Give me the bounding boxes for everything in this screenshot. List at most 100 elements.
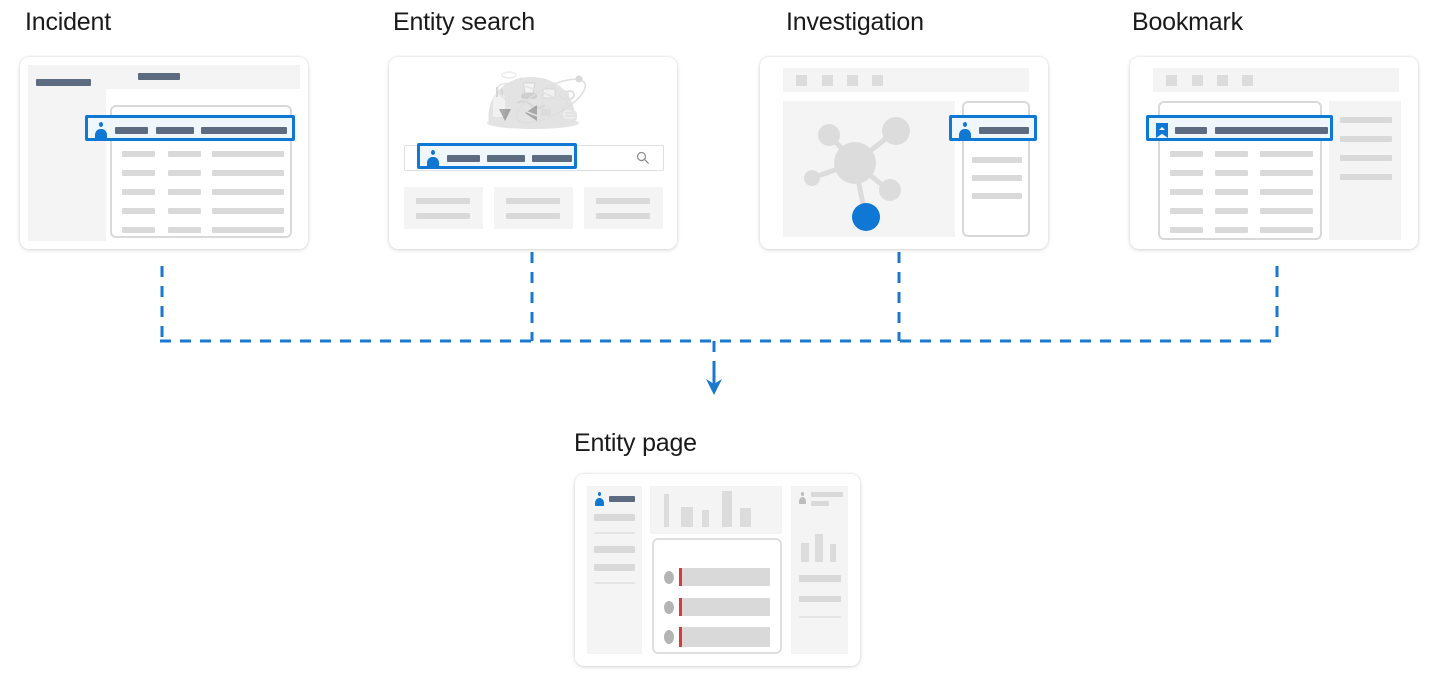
page-title-incident: Incident — [25, 8, 111, 36]
incident-left-nav[interactable] — [28, 65, 106, 241]
detail-line — [972, 193, 1022, 199]
alert-row[interactable] — [682, 568, 770, 586]
incident-grid-frame — [110, 105, 292, 238]
right-rail-line — [799, 575, 841, 582]
page-title-entity-search: Entity search — [393, 8, 535, 36]
alert-row[interactable] — [682, 627, 770, 647]
investigation-detail-pane[interactable] — [962, 101, 1030, 237]
search-icon[interactable] — [636, 151, 650, 165]
toolbar-button[interactable] — [872, 75, 883, 86]
table-cell — [168, 208, 201, 214]
toolbar-button[interactable] — [1242, 75, 1253, 86]
table-cell — [1215, 227, 1248, 233]
alert-severity-dot — [664, 630, 674, 644]
table-cell — [1215, 170, 1248, 176]
table-cell — [1260, 227, 1313, 233]
alert-severity-marker — [679, 568, 682, 586]
highlighted-entity-row-bookmark[interactable] — [1146, 115, 1333, 141]
rail-divider — [594, 532, 635, 534]
right-rail-line — [811, 501, 829, 506]
person-icon — [798, 492, 807, 504]
table-cell — [168, 189, 201, 195]
result-tile[interactable] — [404, 187, 483, 229]
detail-line — [972, 175, 1022, 181]
entity-page-right-rail[interactable] — [791, 486, 848, 654]
table-cell — [1215, 208, 1248, 214]
entity-page-activity-chart — [650, 486, 782, 534]
entity-search-illustration — [487, 71, 586, 129]
page-title-investigation: Investigation — [786, 8, 924, 36]
entity-graph — [804, 117, 910, 231]
side-panel-line — [1340, 136, 1392, 142]
bookmark-toolbar — [1153, 68, 1399, 92]
result-tile-line — [596, 213, 650, 219]
table-cell — [1260, 170, 1313, 176]
result-tile-line — [416, 198, 470, 204]
table-cell — [212, 208, 284, 214]
result-tile-line — [506, 213, 560, 219]
entity-page-alerts-card[interactable] — [652, 538, 782, 654]
right-rail-line — [811, 492, 843, 497]
entity-row-field — [532, 155, 572, 162]
table-cell — [1260, 189, 1313, 195]
side-panel-line — [1340, 174, 1392, 180]
result-tile-line — [416, 213, 470, 219]
person-icon — [426, 150, 440, 167]
card-investigation[interactable] — [760, 57, 1048, 249]
alert-severity-dot — [664, 571, 674, 584]
card-entity-page[interactable] — [575, 474, 860, 666]
alert-severity-marker — [679, 627, 682, 647]
table-cell — [168, 151, 201, 157]
activity-bar-chart — [664, 491, 751, 527]
result-tile[interactable] — [494, 187, 573, 229]
toolbar-button[interactable] — [847, 75, 858, 86]
table-cell — [1215, 151, 1248, 157]
entity-row-field — [115, 127, 148, 134]
right-rail-line — [799, 596, 841, 602]
table-cell — [168, 227, 201, 233]
side-panel-line — [1340, 155, 1392, 161]
result-tile[interactable] — [584, 187, 663, 229]
toolbar-button[interactable] — [822, 75, 833, 86]
person-icon — [94, 122, 108, 139]
result-tile-line — [596, 198, 650, 204]
page-title-entity-page: Entity page — [574, 429, 697, 457]
highlighted-entity-row-entity-search[interactable] — [417, 143, 577, 169]
table-cell — [212, 170, 284, 176]
card-bookmark[interactable] — [1130, 57, 1418, 249]
table-cell — [122, 170, 155, 176]
table-cell — [122, 208, 155, 214]
rail-divider — [594, 582, 635, 584]
toolbar-button[interactable] — [796, 75, 807, 86]
table-cell — [212, 227, 284, 233]
investigation-toolbar — [783, 68, 1029, 92]
incident-header-label — [138, 73, 180, 80]
table-cell — [1215, 189, 1248, 195]
table-cell — [122, 189, 155, 195]
arrow-down-icon — [706, 370, 722, 395]
toolbar-button[interactable] — [1217, 75, 1228, 86]
highlighted-entity-row-incident[interactable] — [85, 115, 295, 141]
table-cell — [1170, 170, 1203, 176]
entity-row-field — [487, 155, 525, 162]
table-cell — [1170, 208, 1203, 214]
table-cell — [212, 151, 284, 157]
person-icon — [594, 492, 605, 506]
table-cell — [168, 170, 201, 176]
highlighted-entity-row-investigation[interactable] — [949, 115, 1037, 141]
card-incident[interactable] — [20, 57, 308, 249]
right-rail-divider — [799, 616, 841, 618]
rail-line — [594, 546, 635, 553]
page-title-bookmark: Bookmark — [1132, 8, 1243, 36]
side-panel-line — [1340, 117, 1392, 123]
bookmark-side-panel[interactable] — [1329, 101, 1401, 240]
alert-row[interactable] — [682, 598, 770, 616]
incident-nav-label — [36, 79, 91, 86]
entity-row-field — [1175, 127, 1207, 134]
table-cell — [1170, 227, 1203, 233]
detail-line — [972, 157, 1022, 163]
toolbar-button[interactable] — [1192, 75, 1203, 86]
toolbar-button[interactable] — [1166, 75, 1177, 86]
entity-row-field — [201, 127, 287, 134]
